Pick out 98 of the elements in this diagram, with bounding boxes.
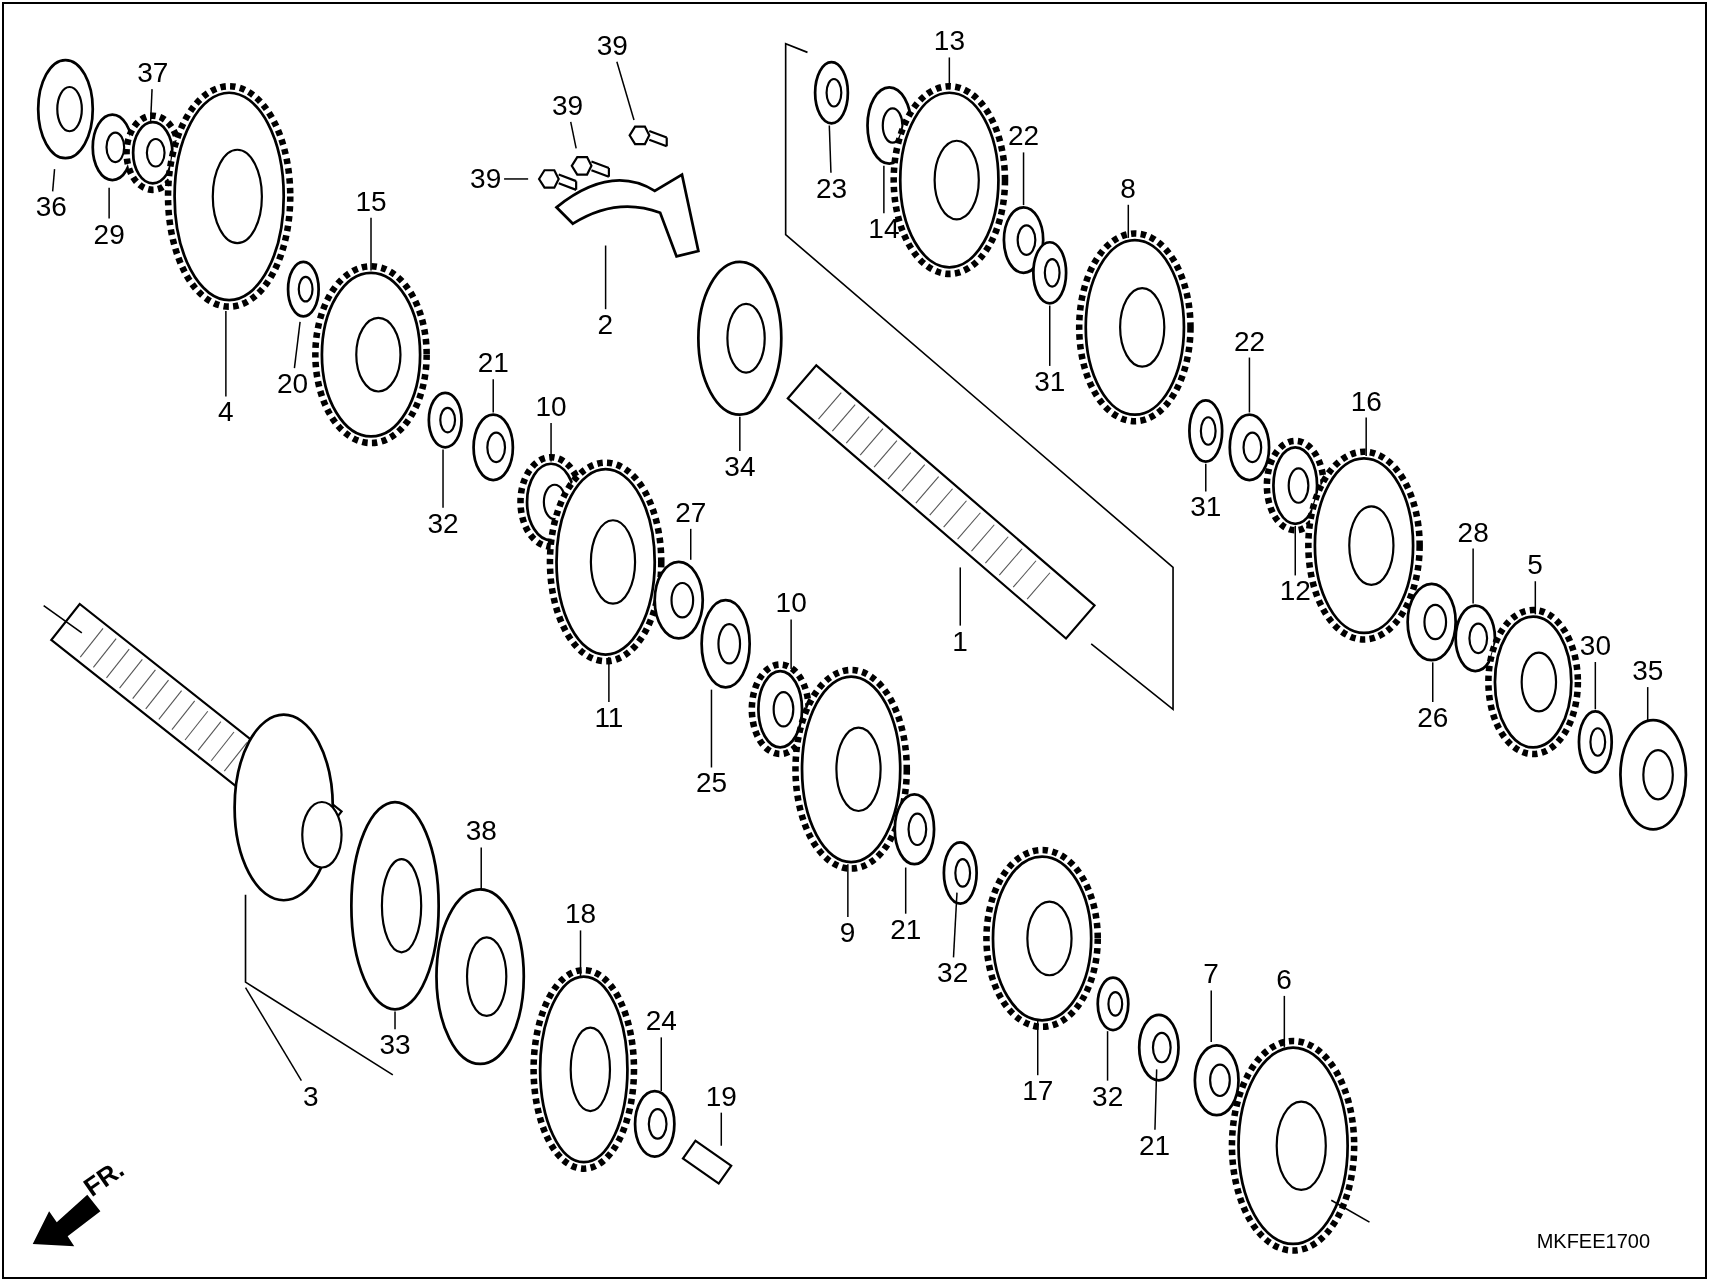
leader-line [1594,661,1597,711]
leader-line [1365,416,1367,457]
leader-line [370,217,372,272]
callout-number: 25 [693,768,730,799]
leader-line [108,186,110,220]
callout-number: 37 [135,58,171,89]
leader-line [948,56,951,91]
leader-line [883,165,885,214]
leader-line [720,1111,723,1147]
callout-number: 20 [274,369,311,400]
callout-number: 27 [673,497,709,528]
callout-number: 32 [1090,1081,1126,1112]
callout-number: 22 [1006,121,1042,152]
leader-line [1646,686,1649,721]
leader-line [1432,661,1434,703]
leader-line [1205,463,1207,493]
callout-number: 21 [888,914,924,945]
callout-number: 13 [931,26,967,57]
callout-number: 19 [703,1081,739,1112]
callout-number: 7 [1201,959,1221,990]
leader-line [1283,995,1286,1049]
leader-line [1534,580,1537,616]
callout-number: 39 [468,163,504,194]
callout-number: 34 [722,452,758,483]
leader-line [660,1036,662,1092]
leader-line [616,61,635,121]
callout-number: 14 [866,214,902,245]
leader-line [1248,356,1251,414]
leader-line [904,866,907,915]
callout-number: 32 [425,508,461,539]
callout-number: 38 [463,816,499,847]
leader-line [739,416,741,452]
callout-number: 31 [1188,492,1224,523]
leader-line [480,846,482,891]
callout-number: 12 [1277,576,1313,607]
leader-line [1294,525,1296,577]
callout-number: 2 [595,310,616,341]
callout-number: 39 [594,30,630,61]
callout-number: 18 [563,899,599,930]
leader-line [569,121,577,150]
callout-number: 16 [1348,386,1384,417]
callout-number: 9 [837,917,858,948]
callout-number: 36 [33,192,69,223]
callout-number: 15 [353,186,389,217]
callout-number: 4 [215,397,236,428]
leader-line [550,422,552,463]
callout-number: 32 [935,958,971,989]
callout-number: 21 [475,348,511,379]
callout-number: 22 [1231,326,1268,357]
callout-number: 6 [1274,964,1294,995]
callout-number: 39 [549,90,586,121]
callout-number: 30 [1577,631,1613,661]
leader-line [1472,547,1474,605]
callout-number: 31 [1032,366,1068,397]
leader-line [51,168,56,193]
leader-line [442,448,444,509]
leader-line [847,863,849,918]
callout-number: 17 [1020,1076,1056,1107]
leader-line [952,891,958,959]
callout-number: 23 [814,173,850,204]
leader-line [149,88,153,123]
leader-line [1022,151,1025,206]
leader-line [225,310,227,398]
leader-line [608,656,610,703]
diagram-code: MKFEE1700 [1536,1230,1651,1254]
callout-number: 11 [592,703,626,733]
callout-number: 21 [1137,1130,1173,1161]
callout-number: 10 [533,392,569,422]
leader-line [1127,204,1130,239]
callout-number: 8 [1118,173,1138,204]
leader-line [828,124,832,174]
leader-line [579,929,582,978]
callout-number: 29 [91,219,127,250]
leader-line [394,1010,396,1031]
leader-line [244,986,303,1082]
callout-number: 35 [1630,656,1666,687]
leader-line [503,178,529,180]
leader-line [1154,1068,1158,1131]
leader-line [293,321,301,369]
leader-line [690,528,692,561]
callout-number: 28 [1455,517,1491,548]
callout-number: 10 [773,588,809,619]
callout-number: 24 [643,1006,679,1037]
leader-line [959,566,961,627]
leader-line [492,378,494,414]
leader-line [1106,1030,1109,1082]
leader-line [604,244,607,310]
callout-number: 1 [950,626,970,657]
leader-line [1210,989,1212,1043]
callout-number: 3 [301,1081,321,1112]
leader-line [1037,1019,1039,1076]
leader-line [790,618,792,670]
callout-number: 26 [1415,703,1451,733]
callout-number: 5 [1525,550,1545,581]
leader-line [1049,304,1051,367]
callout-number: 33 [377,1030,413,1061]
leader-line [710,688,713,769]
fr-label: FR. [77,1153,130,1204]
